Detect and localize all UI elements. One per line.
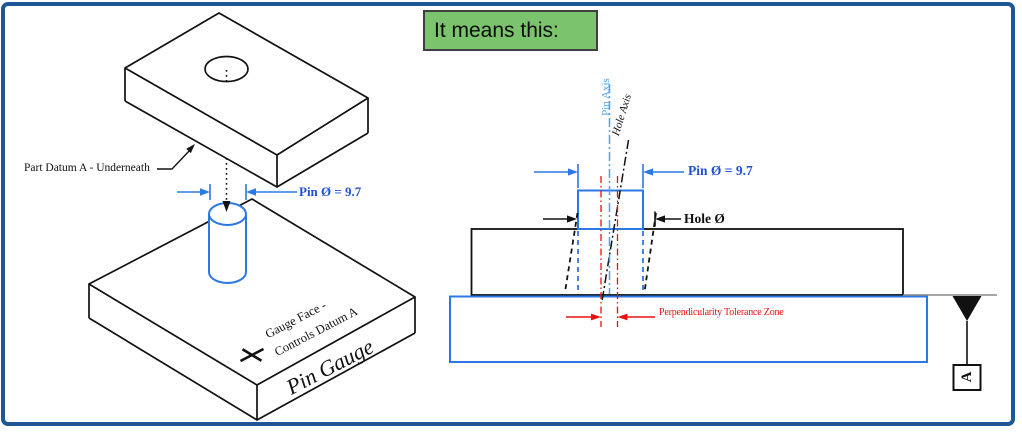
page-border: [1, 2, 1015, 426]
alignment-dotted-line: [222, 70, 231, 212]
tolerance-zone-lines: [600, 176, 619, 327]
datum-triangle: [952, 296, 982, 321]
pin-cylinder: [208, 202, 247, 284]
left-pin-dimension: [177, 184, 297, 200]
left-isometric-diagram: [88, 12, 416, 421]
left-pin-diameter-label: Pin Ø = 9.7: [299, 184, 362, 199]
right-section-diagram: [449, 84, 997, 391]
hole-ellipse: [204, 55, 249, 83]
gauge-face-cross-mark: [239, 347, 265, 363]
datum-letter-box: [952, 364, 982, 391]
part-datum-label: Part Datum A - Underneath: [24, 162, 150, 174]
hole-axis-line: [601, 139, 630, 302]
pin-section: [577, 189, 644, 230]
perpendicularity-tolerance-label: Perpendicularity Tolerance Zone: [659, 307, 784, 318]
it-means-this-callout: It means this:: [423, 10, 598, 51]
right-pin-diameter-label: Pin Ø = 9.7: [688, 163, 753, 178]
pin-axis-label: Pin Axis: [600, 78, 612, 116]
datum-letter: A: [959, 371, 975, 383]
part-plate: [470, 228, 904, 296]
hole-diameter-label: Hole Ø: [684, 211, 725, 226]
gauge-body: [449, 295, 928, 363]
leader-arrowhead: [186, 144, 195, 154]
